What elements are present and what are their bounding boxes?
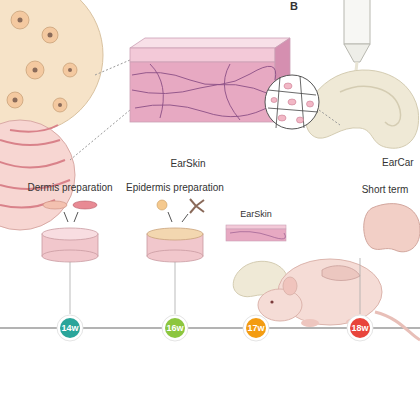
- ear-cartilage: [306, 70, 419, 148]
- skin-block-top: [130, 38, 290, 48]
- merge-arrow: [168, 212, 188, 222]
- part-label: Short term: [362, 184, 409, 196]
- marker-fill: [60, 318, 80, 338]
- timeline-line: [373, 327, 420, 329]
- marker-fill: [350, 318, 370, 338]
- leader-line: [70, 110, 130, 160]
- cell-cluster: [7, 11, 77, 112]
- marker-fill: [246, 318, 266, 338]
- part-label: EarSkin: [240, 208, 272, 220]
- cell-zoom-circle: [0, 0, 103, 133]
- stem-line: [175, 262, 176, 314]
- week-label: 18w: [351, 323, 368, 333]
- marker-fill: [165, 318, 185, 338]
- dermis-fibers: [132, 64, 276, 120]
- timeline-segment: [188, 327, 243, 329]
- small-skin-block: [226, 225, 286, 241]
- fibroblast-zoom-circle: [0, 120, 75, 230]
- stem-line: [360, 258, 361, 314]
- marker-ring: [347, 315, 373, 341]
- short-term-ear: [364, 204, 420, 252]
- epidermis-dish: [147, 228, 203, 262]
- part-label: EarSkin: [170, 158, 205, 170]
- marker-ring: [243, 315, 269, 341]
- dermis-cells: [43, 201, 97, 209]
- print-nozzle: [344, 0, 370, 44]
- week-label: 14w: [61, 323, 78, 333]
- marker-ring: [57, 315, 83, 341]
- leader-line: [95, 60, 130, 75]
- part-label: Dermis preparation: [27, 182, 112, 194]
- ear-fold: [340, 86, 401, 125]
- chondrocyte: [271, 83, 314, 123]
- hydrogel-mesh: [268, 76, 318, 128]
- week-marker: 16w: [162, 315, 188, 341]
- dermis-dish: [42, 228, 98, 262]
- timeline-segment: [83, 327, 162, 329]
- leader-line: [319, 110, 340, 125]
- week-marker: 14w: [57, 315, 83, 341]
- panel-letter: B: [290, 0, 298, 12]
- week-label: 17w: [247, 323, 264, 333]
- merge-arrow: [64, 212, 78, 222]
- stem-line: [70, 262, 71, 314]
- hydrogel-zoom-circle: [265, 75, 319, 129]
- timeline-line: [0, 327, 57, 329]
- epidermis-layer: [130, 48, 275, 62]
- part-label: Epidermis preparation: [126, 182, 224, 194]
- fibroblast-fibers: [0, 125, 70, 208]
- nude-rat: [258, 259, 420, 340]
- week-label: 16w: [166, 323, 183, 333]
- week-marker: 18w: [347, 315, 373, 341]
- nozzle-tip: [344, 44, 370, 62]
- dermis-layer: [130, 62, 275, 122]
- week-marker: 17w: [243, 315, 269, 341]
- timeline-segment: [269, 327, 347, 329]
- epidermis-cells: [157, 199, 204, 213]
- cell-nucleus: [13, 18, 73, 108]
- marker-ring: [162, 315, 188, 341]
- part-label: EarCar: [382, 157, 414, 169]
